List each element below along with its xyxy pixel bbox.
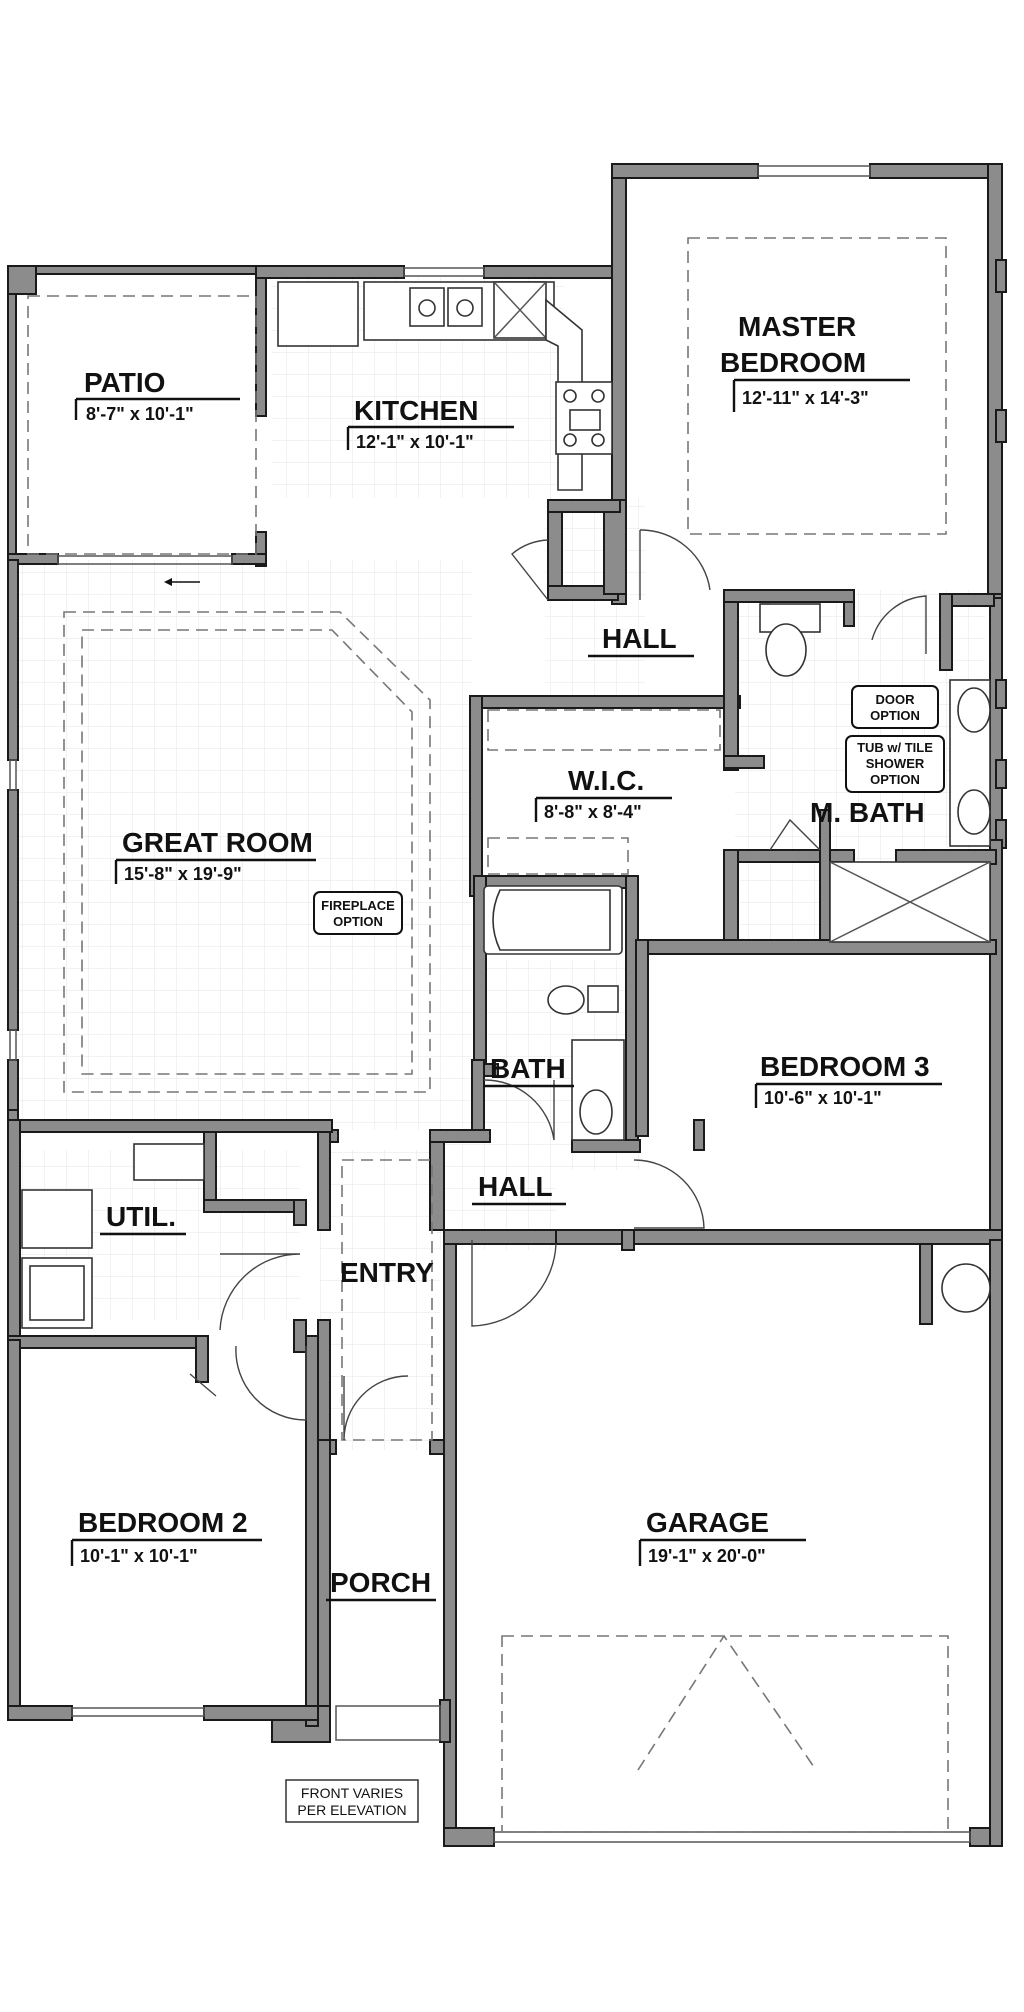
garage-dim: 19'-1" x 20'-0" [648, 1546, 766, 1566]
patio-name: PATIO [84, 367, 165, 398]
walls [7, 163, 1007, 1847]
entry-name: ENTRY [340, 1257, 434, 1288]
tub-option-2: SHOWER [866, 756, 925, 771]
front-varies-2: PER ELEVATION [297, 1802, 406, 1818]
tile-floors [16, 278, 990, 1450]
master-bedroom-name-2: BEDROOM [720, 347, 866, 378]
wic-name: W.I.C. [568, 765, 644, 796]
doors [189, 529, 927, 1441]
bedroom2-name: BEDROOM 2 [78, 1507, 248, 1538]
bedroom3-dim: 10'-6" x 10'-1" [764, 1088, 882, 1108]
porch-name: PORCH [330, 1567, 431, 1598]
garage-name: GARAGE [646, 1507, 769, 1538]
option-labels: FIREPLACE OPTION DOOR OPTION TUB w/ TILE… [285, 685, 945, 1823]
kitchen-dim: 12'-1" x 10'-1" [356, 432, 474, 452]
dashed-outlines [27, 237, 949, 1833]
fireplace-option-2: OPTION [333, 914, 383, 929]
kitchen-name: KITCHEN [354, 395, 478, 426]
bath-name: BATH [490, 1053, 566, 1084]
arrow-icon [164, 578, 200, 586]
great-room-dim: 15'-8" x 19'-9" [124, 864, 242, 884]
patio-dim: 8'-7" x 10'-1" [86, 404, 194, 424]
kitchen-fixtures [277, 281, 613, 491]
great-room-name: GREAT ROOM [122, 827, 313, 858]
room-labels: PATIO 8'-7" x 10'-1" KITCHEN 12'-1" x 10… [70, 311, 942, 1602]
master-bath-name: M. BATH [810, 797, 925, 828]
door-option-1: DOOR [876, 692, 916, 707]
bedroom3-name: BEDROOM 3 [760, 1051, 930, 1082]
front-varies-1: FRONT VARIES [301, 1785, 403, 1801]
hall-mid-name: HALL [478, 1171, 553, 1202]
bath-fixtures [21, 603, 991, 1329]
bedroom2-dim: 10'-1" x 10'-1" [80, 1546, 198, 1566]
tub-option-3: OPTION [870, 772, 920, 787]
wic-dim: 8'-8" x 8'-4" [544, 802, 642, 822]
door-option-2: OPTION [870, 708, 920, 723]
tub-option-1: TUB w/ TILE [857, 740, 933, 755]
util-name: UTIL. [106, 1201, 176, 1232]
hall-top-name: HALL [602, 623, 677, 654]
fireplace-option-1: FIREPLACE [321, 898, 395, 913]
master-bedroom-name-1: MASTER [738, 311, 856, 342]
master-bedroom-dim: 12'-11" x 14'-3" [742, 388, 869, 408]
